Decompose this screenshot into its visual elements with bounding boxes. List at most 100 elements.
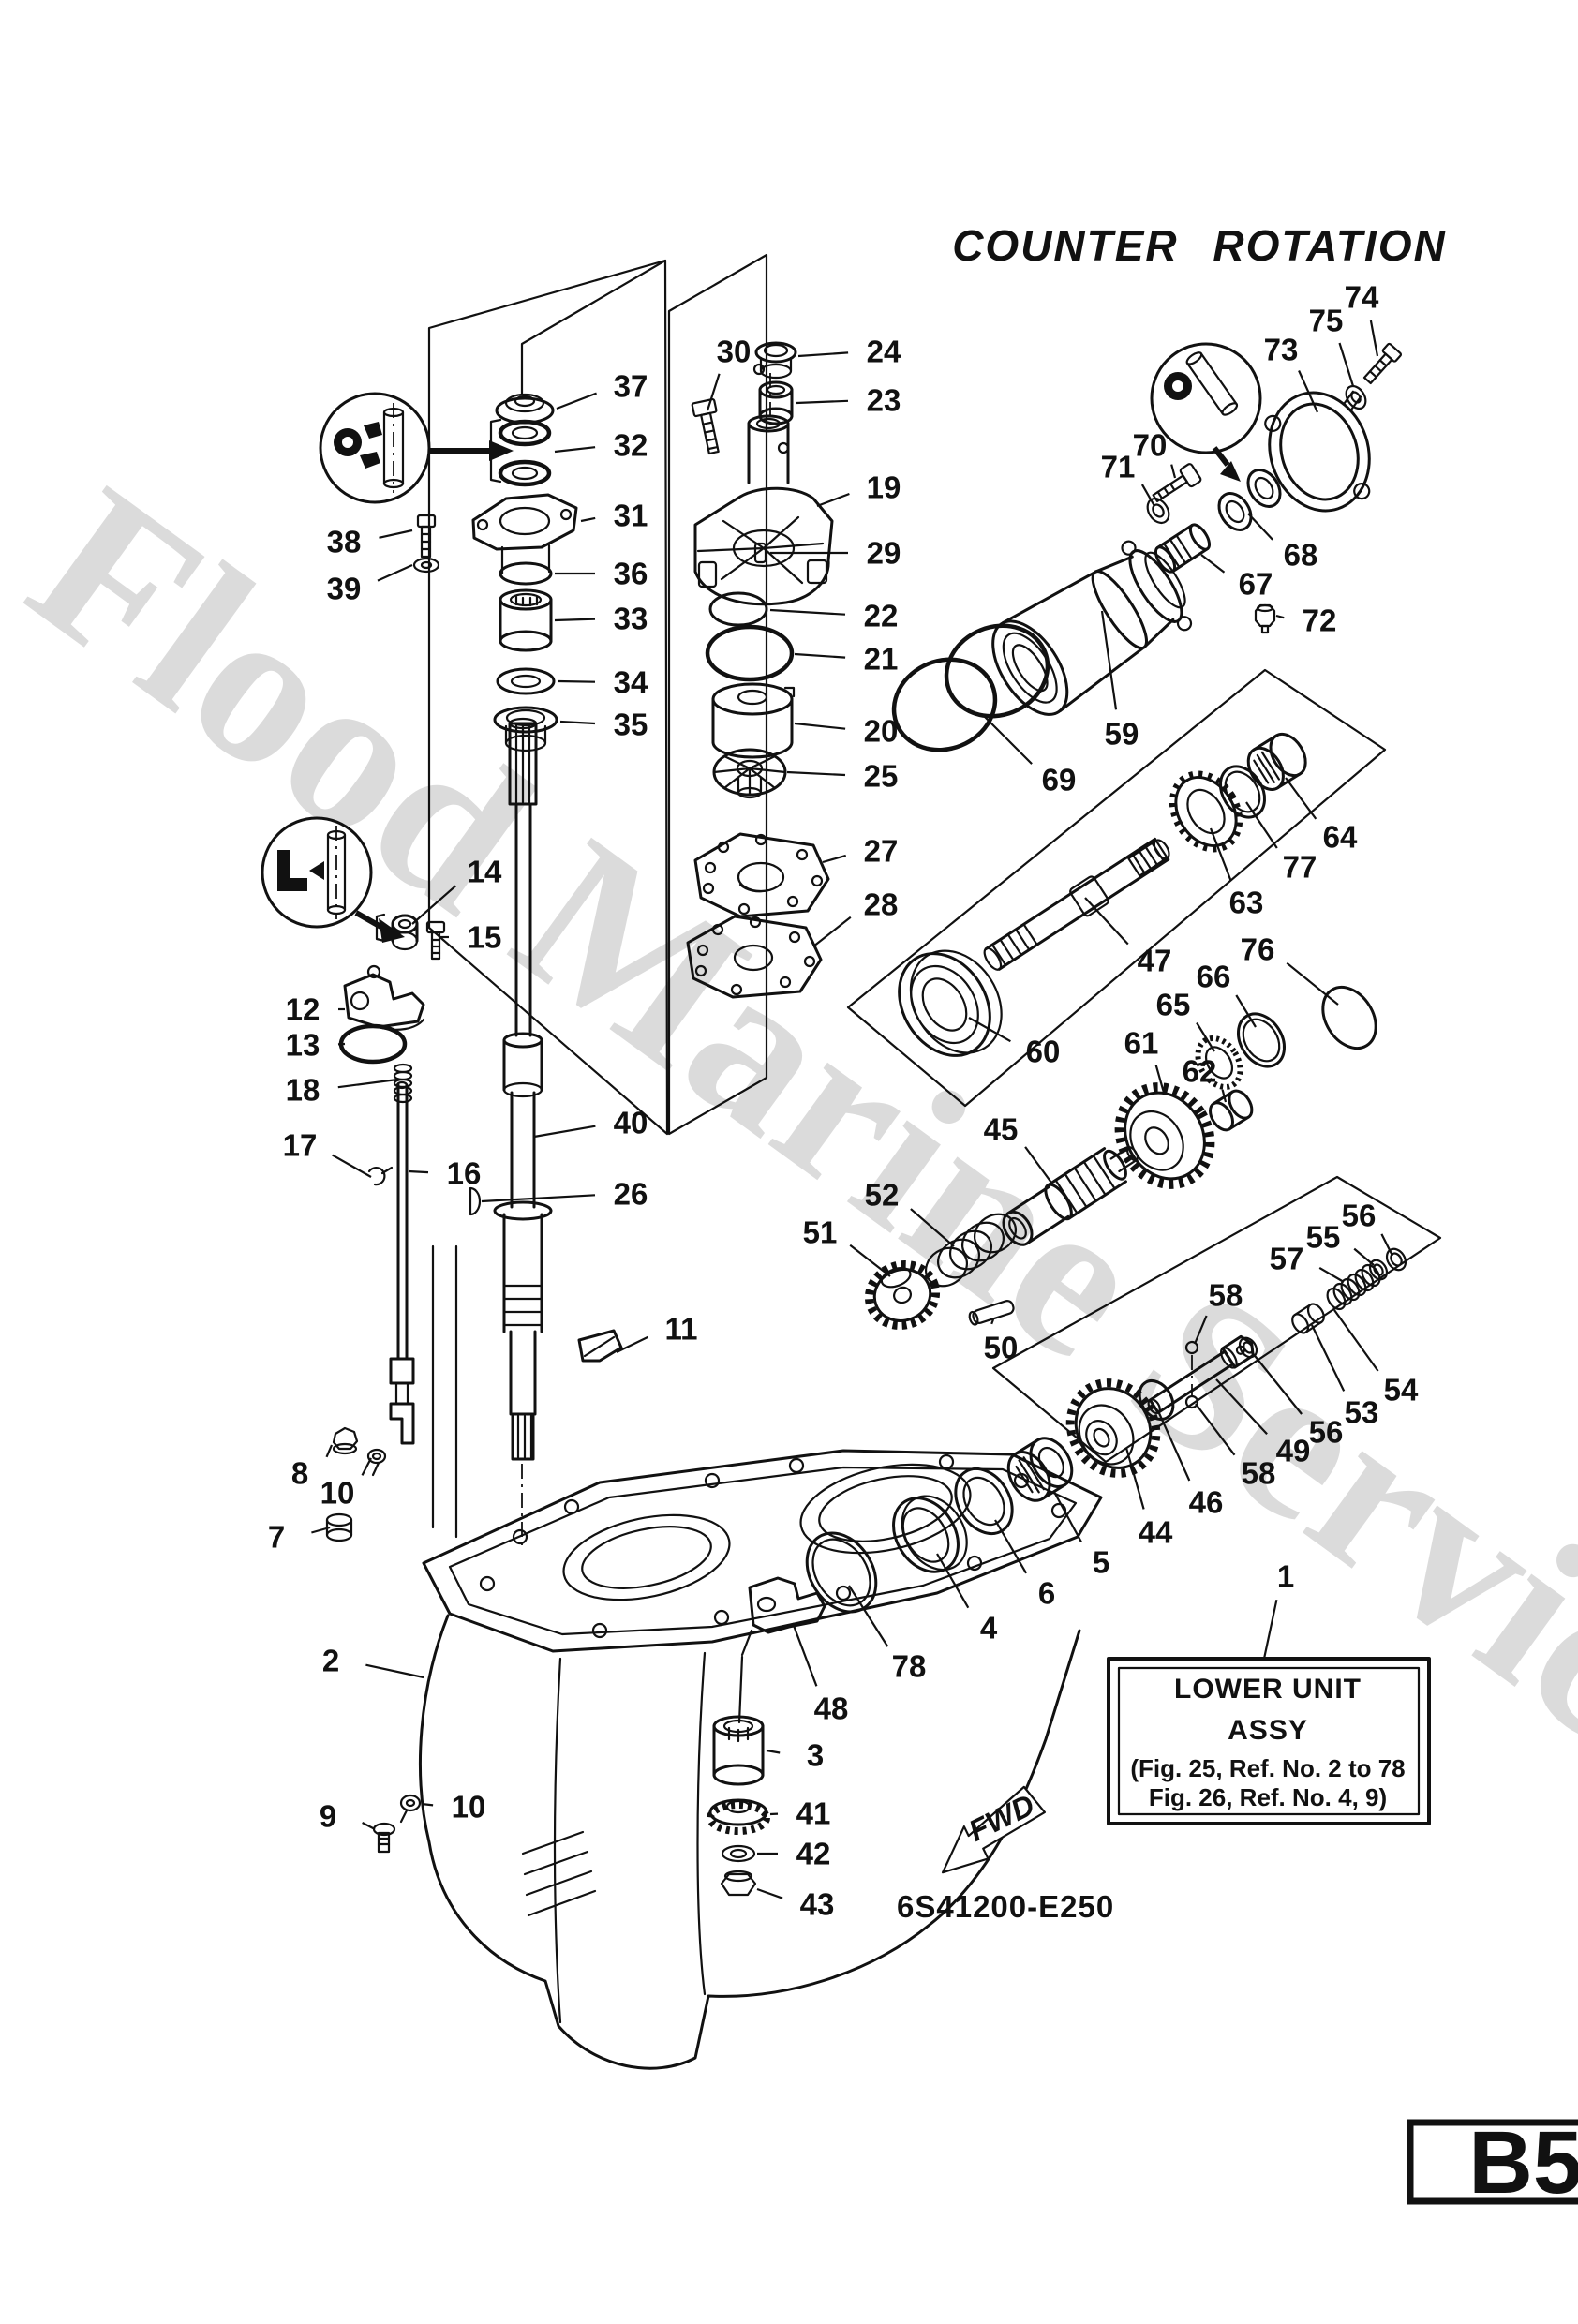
leader-line-10 bbox=[361, 1457, 372, 1476]
callout-78: 78 bbox=[892, 1649, 927, 1684]
callout-27: 27 bbox=[864, 834, 899, 869]
pump-bolt bbox=[691, 397, 720, 455]
leader-line-28 bbox=[812, 916, 852, 947]
callout-2: 2 bbox=[322, 1644, 339, 1678]
callout-56: 56 bbox=[1309, 1415, 1344, 1450]
leader-line-9 bbox=[362, 1822, 376, 1830]
leader-line-76 bbox=[1286, 961, 1339, 1006]
assy-box-line1: LOWER UNIT bbox=[1174, 1674, 1362, 1705]
callout-28: 28 bbox=[864, 887, 899, 922]
callout-74: 74 bbox=[1345, 280, 1379, 315]
callout-20: 20 bbox=[864, 714, 899, 749]
callout-45: 45 bbox=[984, 1112, 1019, 1147]
leader-line-58 bbox=[1193, 1315, 1208, 1345]
page-badge-label: B5 bbox=[1468, 2113, 1578, 2212]
callout-71: 71 bbox=[1101, 450, 1136, 484]
exploded-view-panels bbox=[427, 253, 1442, 1464]
callout-72: 72 bbox=[1303, 603, 1337, 638]
leader-line-63 bbox=[1209, 827, 1232, 881]
spacer-67 bbox=[1154, 523, 1212, 574]
nut-72 bbox=[1254, 603, 1276, 634]
leader-line-53 bbox=[1311, 1324, 1346, 1392]
pump-gasket-upper bbox=[693, 832, 830, 918]
leader-line-3 bbox=[766, 1749, 781, 1754]
pump-gasket-lower bbox=[686, 915, 823, 999]
pinion-gear-51 bbox=[864, 1260, 941, 1330]
leader-line-62 bbox=[1221, 1089, 1228, 1103]
callout-11: 11 bbox=[665, 1312, 698, 1347]
propshaft-housing-group bbox=[891, 342, 1403, 752]
leader-line-22 bbox=[769, 608, 846, 616]
leader-line-16 bbox=[408, 1169, 429, 1174]
callout-77: 77 bbox=[1283, 850, 1317, 885]
pump-dowel-pin bbox=[753, 542, 767, 564]
callout-60: 60 bbox=[1026, 1035, 1061, 1069]
grease-detail-marker-top-right bbox=[1150, 342, 1262, 482]
leader-line-4 bbox=[936, 1553, 970, 1609]
callout-19: 19 bbox=[867, 470, 901, 505]
callout-24: 24 bbox=[867, 335, 901, 369]
bearing-60 bbox=[898, 949, 1003, 1057]
leader-line-23 bbox=[796, 399, 849, 405]
callout-69: 69 bbox=[1042, 763, 1077, 797]
leader-line-1 bbox=[1262, 1599, 1278, 1660]
leader-line-43 bbox=[756, 1887, 783, 1899]
diagram-title: COUNTER ROTATION bbox=[952, 221, 1447, 270]
shift-rod-clip bbox=[367, 1166, 394, 1186]
callout-59: 59 bbox=[1105, 717, 1139, 752]
bushing-62 bbox=[1209, 1089, 1254, 1132]
leader-line-50 bbox=[990, 1318, 995, 1325]
leader-line-56 bbox=[1380, 1233, 1393, 1257]
callout-51: 51 bbox=[803, 1215, 838, 1250]
leader-line-44 bbox=[1124, 1447, 1145, 1510]
pinion-gear-41 bbox=[707, 1798, 770, 1835]
callout-76: 76 bbox=[1241, 932, 1275, 967]
callout-58: 58 bbox=[1209, 1278, 1243, 1313]
leader-line-45 bbox=[1024, 1146, 1052, 1184]
propshaft-bearing-group bbox=[864, 732, 1377, 1330]
o-ring-46 bbox=[1138, 1379, 1175, 1421]
assy-box-line3: (Fig. 25, Ref. No. 2 to 78 bbox=[1130, 1754, 1405, 1782]
callout-40: 40 bbox=[614, 1106, 648, 1140]
needle-bearing-3 bbox=[712, 1715, 765, 1786]
front-propshaft-47 bbox=[983, 837, 1170, 971]
callout-62: 62 bbox=[1183, 1054, 1217, 1089]
grease-detail-marker-top-left bbox=[319, 392, 514, 504]
callout-35: 35 bbox=[614, 708, 648, 742]
leader-line-48 bbox=[791, 1622, 818, 1687]
bolt-74 bbox=[1362, 342, 1403, 385]
o-ring-77 bbox=[1218, 765, 1267, 819]
leader-line-6 bbox=[994, 1519, 1028, 1574]
leader-line-75 bbox=[1338, 342, 1355, 387]
callout-38: 38 bbox=[327, 525, 362, 559]
callout-57: 57 bbox=[1270, 1242, 1304, 1276]
leader-line-70 bbox=[1170, 464, 1177, 479]
leader-line-54 bbox=[1333, 1309, 1379, 1372]
anchor-key-48 bbox=[737, 1576, 826, 1724]
leader-line-37 bbox=[556, 392, 597, 410]
callout-36: 36 bbox=[614, 557, 648, 591]
callout-1: 1 bbox=[1277, 1559, 1294, 1594]
threadlock-detail-marker-mid-left bbox=[261, 816, 405, 943]
leader-line-61 bbox=[1154, 1065, 1166, 1094]
callout-50: 50 bbox=[984, 1331, 1019, 1365]
panel-apex-leader bbox=[520, 259, 667, 395]
leader-line-51 bbox=[849, 1244, 891, 1277]
callout-43: 43 bbox=[800, 1887, 835, 1922]
seal-housing-bolt-washer bbox=[412, 514, 440, 574]
leader-line-46 bbox=[1157, 1412, 1191, 1482]
callout-9: 9 bbox=[320, 1799, 336, 1834]
lower-unit-assy-box: LOWER UNIT ASSY (Fig. 25, Ref. No. 2 to … bbox=[1107, 1657, 1431, 1825]
callout-37: 37 bbox=[614, 369, 648, 404]
callout-67: 67 bbox=[1239, 567, 1273, 602]
leader-line-68 bbox=[1247, 513, 1273, 541]
callout-42: 42 bbox=[796, 1837, 831, 1871]
panel-shift-cam-group bbox=[991, 1175, 1442, 1464]
leader-line-65 bbox=[1196, 1021, 1215, 1052]
washer-66 bbox=[1236, 1012, 1287, 1068]
callout-46: 46 bbox=[1189, 1485, 1224, 1520]
callout-10: 10 bbox=[452, 1790, 486, 1825]
leader-line-8 bbox=[325, 1444, 334, 1458]
callout-10: 10 bbox=[320, 1476, 355, 1511]
